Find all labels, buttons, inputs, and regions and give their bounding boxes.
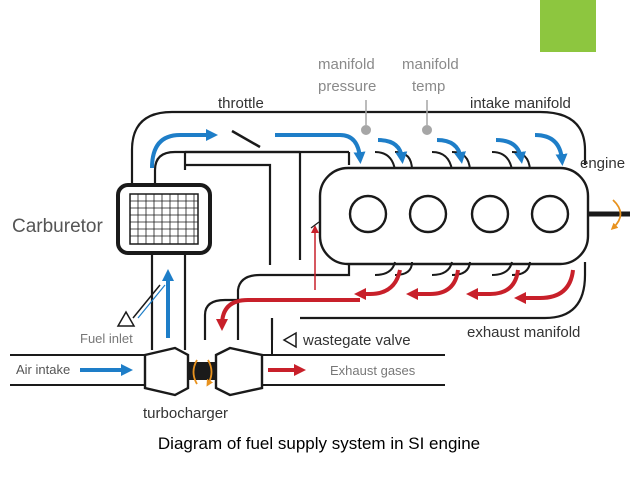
carburetor-label: Carburetor [12,216,103,237]
exhaust-runners [374,261,531,276]
turbocharger [10,346,445,397]
fuel-inlet-line [116,284,166,327]
fuel-inlet-label: Fuel inlet [80,331,133,346]
wastegate-valve [271,318,297,355]
throttle-plate [231,129,261,149]
engine-label: engine [580,155,625,172]
intake-flow-arrows [80,129,568,376]
manifold-temp-label-line2: temp [412,78,445,95]
diagram-caption: Diagram of fuel supply system in SI engi… [157,434,481,453]
exhaust-gases-label: Exhaust gases [330,363,416,378]
exhaust-manifold-label: exhaust manifold [467,324,580,341]
intake-manifold-label: intake manifold [470,95,571,112]
slide-accent-block [540,0,596,52]
manifold-pressure-label-line2: pressure [318,78,376,95]
turbocharger-label: turbocharger [143,405,228,422]
throttle-label: throttle [218,95,264,112]
carburetor [116,183,212,255]
intake-pipe [130,110,587,265]
crankshaft-output [588,199,630,231]
fuel-system-diagram: throttle manifold pressure manifold temp… [10,56,630,422]
manifold-temp-sensor [422,100,432,135]
manifold-pressure-label-line1: manifold [318,56,375,73]
wastegate-bypass-arrow [310,221,320,290]
exhaust-flow-arrows [216,269,575,376]
manifold-temp-label-line1: manifold [402,56,459,73]
wastegate-valve-label: wastegate valve [302,332,411,349]
manifold-pressure-sensor [361,100,371,135]
air-intake-label: Air intake [16,362,70,377]
engine-block [318,166,590,266]
